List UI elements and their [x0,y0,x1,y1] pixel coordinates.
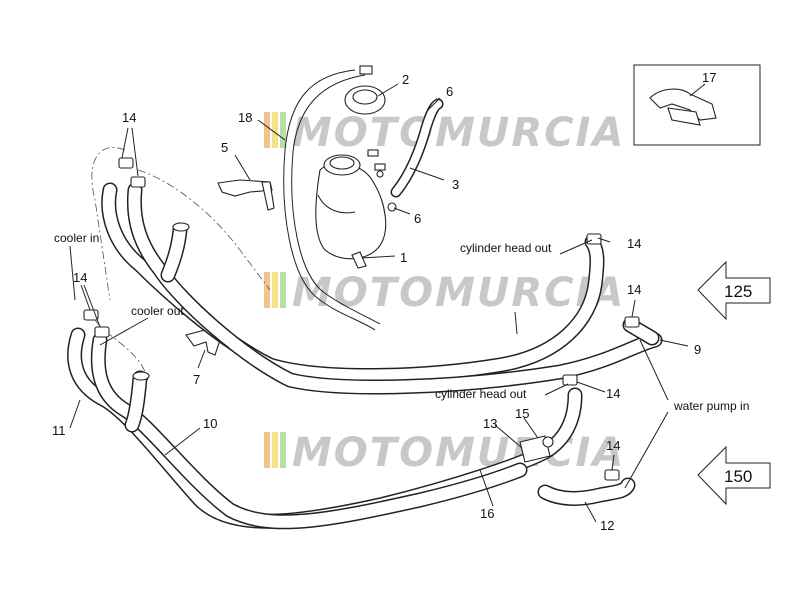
callout-18: 18 [238,110,252,125]
label-cooler-in: cooler in [54,231,99,245]
callout-14: 14 [73,270,87,285]
watermark-text: MOTOMURCIA [292,430,625,476]
hose-upper-set [101,182,663,395]
hose-clamps [83,157,640,481]
watermark-text: MOTOMURCIA [292,270,625,316]
callout-15: 15 [515,406,529,421]
watermark-middle: MOTOMURCIA [264,270,625,316]
callout-numbers: 14 14 14 14 14 14 2 6 3 6 1 18 5 7 9 10 … [52,70,716,533]
watermark-top: MOTOMURCIA [264,110,625,156]
callout-9: 9 [694,342,701,357]
callout-14: 14 [122,110,136,125]
tank-cap [344,65,386,115]
bracket-5 [217,179,275,211]
callout-16: 16 [480,506,494,521]
label-cooler-out: cooler out [131,304,184,318]
watermark-text: MOTOMURCIA [292,110,625,156]
callout-13: 13 [483,416,497,431]
arrow-150: 150 [697,445,771,506]
callout-14: 14 [606,438,620,453]
callout-14: 14 [606,386,620,401]
callout-6: 6 [414,211,421,226]
callout-1: 1 [400,250,407,265]
callout-12: 12 [600,518,614,533]
hose-18 [283,69,381,331]
hose-lower-set [67,327,636,530]
arrow-125-label: 125 [724,282,752,301]
label-cylinder-head-out-bottom: cylinder head out [435,387,527,401]
text-labels: cooler in cooler out cylinder head out c… [54,231,749,413]
clip-inset [633,64,761,146]
callout-17: 17 [702,70,716,85]
callout-3: 3 [452,177,459,192]
arrow-125: 125 [697,260,771,321]
callout-2: 2 [402,72,409,87]
arrow-150-label: 150 [724,467,752,486]
leader-lines [69,83,706,523]
label-cylinder-head-out-top: cylinder head out [460,241,552,255]
callout-10: 10 [203,416,217,431]
callout-7: 7 [193,372,200,387]
callout-5: 5 [221,140,228,155]
expansion-tank [315,154,387,269]
callout-14: 14 [627,282,641,297]
small-clamps [367,149,397,212]
callout-11: 11 [52,423,66,438]
callout-14: 14 [627,236,641,251]
label-water-pump-in: water pump in [673,399,749,413]
callout-6: 6 [446,84,453,99]
hose-3 [390,98,444,198]
